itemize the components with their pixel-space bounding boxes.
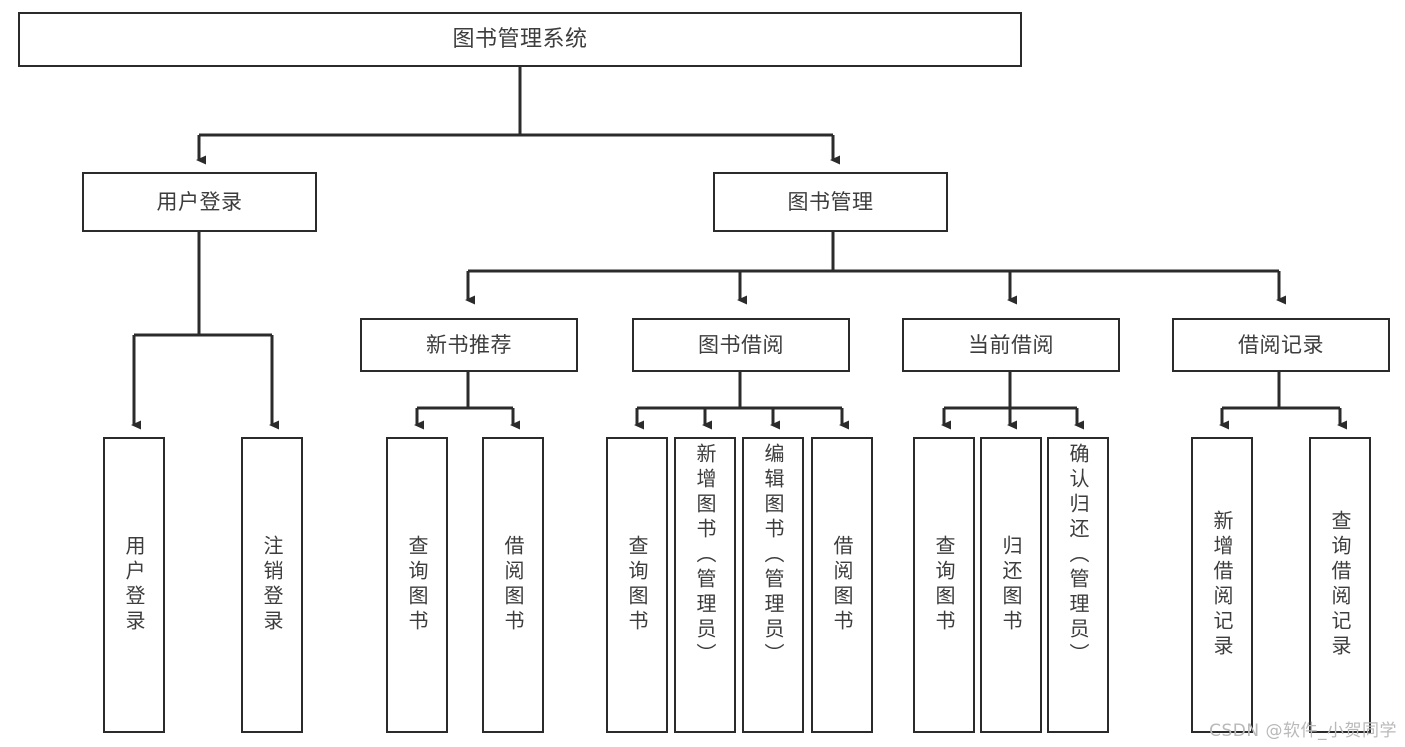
- node-leaf-query-book-current[interactable]: 查询图书: [913, 437, 975, 733]
- node-label: 图书管理系统: [452, 26, 588, 52]
- node-label: 确认归还（管理员）: [1066, 443, 1090, 668]
- node-label: 图书管理: [787, 189, 874, 214]
- node-label: 借阅图书: [501, 535, 525, 635]
- node-book-management[interactable]: 图书管理: [713, 172, 948, 232]
- node-leaf-logout[interactable]: 注销登录: [241, 437, 303, 733]
- node-borrow-record[interactable]: 借阅记录: [1172, 318, 1390, 372]
- node-leaf-confirm-return-admin[interactable]: 确认归还（管理员）: [1047, 437, 1109, 733]
- node-leaf-borrow-book[interactable]: 借阅图书: [811, 437, 873, 733]
- node-label: 归还图书: [999, 535, 1023, 635]
- node-label: 新增图书（管理员）: [693, 443, 717, 668]
- node-leaf-add-book-admin[interactable]: 新增图书（管理员）: [674, 437, 736, 733]
- node-leaf-add-borrow-record[interactable]: 新增借阅记录: [1191, 437, 1253, 733]
- node-leaf-query-book-borrow[interactable]: 查询图书: [606, 437, 668, 733]
- node-label: 查询借阅记录: [1328, 510, 1352, 660]
- node-leaf-user-login[interactable]: 用户登录: [103, 437, 165, 733]
- node-label: 注销登录: [260, 535, 284, 635]
- node-label: 新增借阅记录: [1210, 510, 1234, 660]
- node-label: 用户登录: [122, 535, 146, 635]
- node-leaf-borrow-book-recommend[interactable]: 借阅图书: [482, 437, 544, 733]
- node-leaf-query-borrow-record[interactable]: 查询借阅记录: [1309, 437, 1371, 733]
- node-leaf-return-book[interactable]: 归还图书: [980, 437, 1042, 733]
- node-label: 查询图书: [625, 535, 649, 635]
- node-label: 借阅记录: [1238, 332, 1324, 357]
- node-label: 借阅图书: [830, 535, 854, 635]
- watermark-text: CSDN @软件_小贺同学: [1209, 721, 1397, 741]
- node-new-book-recommend[interactable]: 新书推荐: [360, 318, 578, 372]
- node-leaf-edit-book-admin[interactable]: 编辑图书（管理员）: [742, 437, 804, 733]
- node-label: 编辑图书（管理员）: [761, 443, 785, 668]
- node-label: 新书推荐: [426, 332, 512, 357]
- node-root-book-management-system[interactable]: 图书管理系统: [18, 12, 1022, 67]
- node-label: 用户登录: [156, 189, 243, 214]
- node-label: 图书借阅: [698, 332, 784, 357]
- node-label: 查询图书: [932, 535, 956, 635]
- node-label: 当前借阅: [968, 332, 1054, 357]
- node-label: 查询图书: [405, 535, 429, 635]
- node-leaf-query-book-recommend[interactable]: 查询图书: [386, 437, 448, 733]
- node-book-borrow[interactable]: 图书借阅: [632, 318, 850, 372]
- node-current-borrow[interactable]: 当前借阅: [902, 318, 1120, 372]
- node-user-login[interactable]: 用户登录: [82, 172, 317, 232]
